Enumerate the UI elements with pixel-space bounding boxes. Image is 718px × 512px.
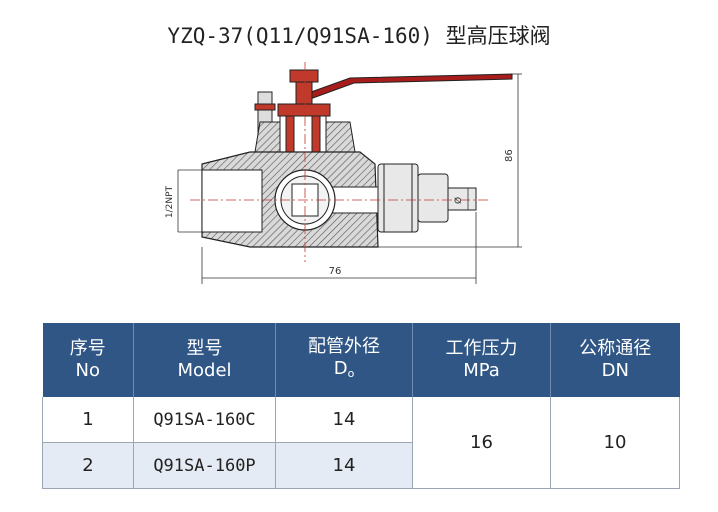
cell-pressure: 16 [412, 397, 551, 489]
dim-height-label: 86 [504, 149, 515, 162]
cell-dn: 10 [550, 397, 680, 489]
cell-od: 14 [275, 397, 413, 443]
table-row: 2 Q91SA-160P 14 [42, 442, 680, 489]
cell-no: 1 [42, 397, 134, 443]
table-row: 1 Q91SA-160C 14 16 10 [42, 397, 680, 489]
dim-thread-label: 1/2NPT [165, 185, 175, 218]
page-title: YZQ-37(Q11/Q91SA-160) 型高压球阀 [167, 24, 551, 48]
cell-model: Q91SA-160P [133, 442, 276, 489]
handle-lever [299, 73, 513, 103]
tube-fitting [377, 163, 477, 233]
dim-tube-label: Ø [453, 197, 464, 204]
valve-drawing: 76 86 1/2NPT Ø [165, 62, 522, 284]
dim-width-label: 76 [329, 266, 342, 277]
cell-no: 2 [42, 442, 134, 489]
cell-model: Q91SA-160C [133, 397, 276, 443]
dimension-lines [177, 73, 522, 284]
valve-body [201, 151, 381, 248]
cell-od: 14 [275, 442, 413, 489]
